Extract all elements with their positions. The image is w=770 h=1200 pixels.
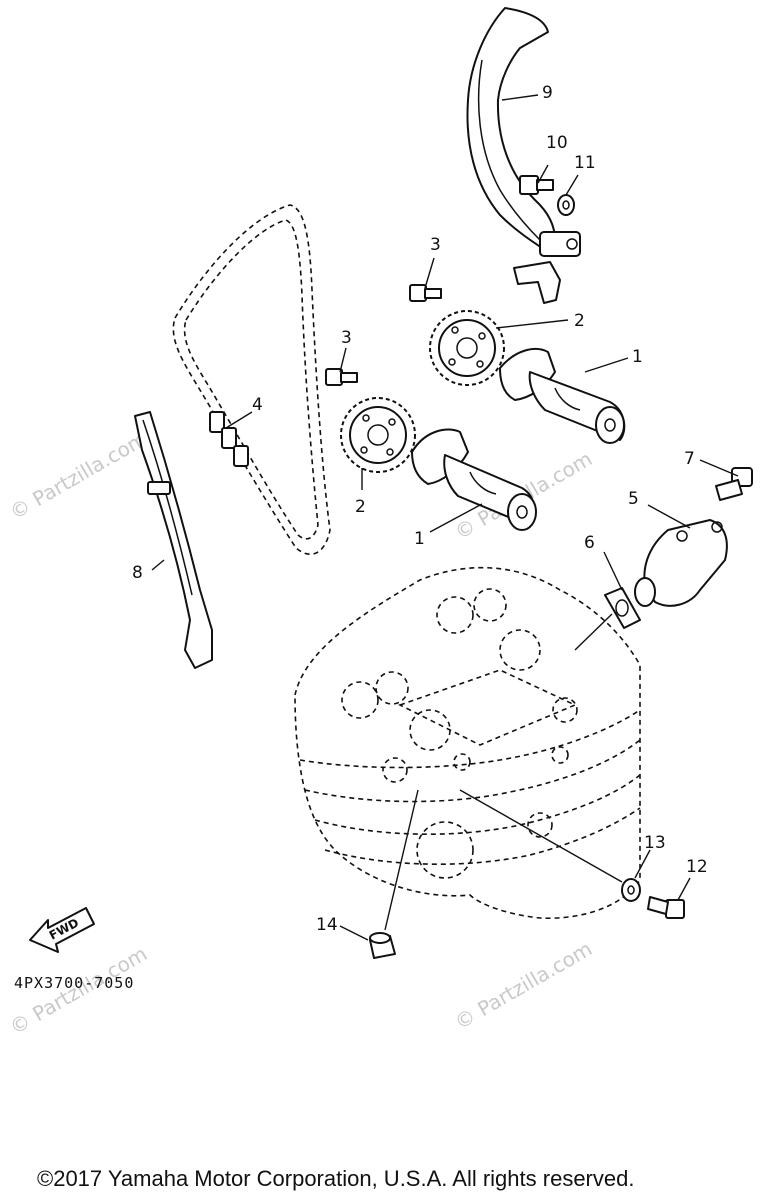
bolt-7[interactable] xyxy=(715,467,753,501)
cam-chain[interactable] xyxy=(172,204,331,555)
washer-13[interactable] xyxy=(621,878,641,902)
chain-tensioner[interactable] xyxy=(634,519,728,607)
camshaft-upper[interactable] xyxy=(499,348,626,444)
callout-3-upper: 3 xyxy=(430,235,441,255)
camshaft-lower[interactable] xyxy=(411,428,537,531)
watermark: © Partzilla.com xyxy=(6,426,152,524)
leader-lines xyxy=(151,94,739,941)
diagram-code: 4PX3700-7050 xyxy=(14,974,134,992)
bolt-12[interactable] xyxy=(647,896,685,919)
callout-6: 6 xyxy=(584,533,595,553)
callout-12: 12 xyxy=(686,857,708,877)
callout-2-upper: 2 xyxy=(574,311,585,331)
callout-7: 7 xyxy=(684,449,695,469)
callout-5: 5 xyxy=(628,489,639,509)
bolt-10[interactable] xyxy=(519,175,554,195)
cylinder-head xyxy=(294,566,641,920)
bolt-3-lower[interactable] xyxy=(325,368,358,386)
copyright-notice: ©2017 Yamaha Motor Corporation, U.S.A. A… xyxy=(37,1166,634,1191)
cam-sprocket-upper[interactable] xyxy=(429,310,505,386)
chain-guide-upper[interactable] xyxy=(466,7,581,304)
bolt-3-upper[interactable] xyxy=(409,284,442,302)
fwd-arrow-icon: FWD xyxy=(29,907,95,953)
washer-11[interactable] xyxy=(557,194,575,216)
chain-guide-rear[interactable] xyxy=(134,411,213,669)
callout-14: 14 xyxy=(316,915,338,935)
callout-1-lower: 1 xyxy=(414,529,425,549)
callout-11: 11 xyxy=(574,153,596,173)
callout-3-lower: 3 xyxy=(341,328,352,348)
callout-2-lower: 2 xyxy=(355,497,366,517)
callout-9: 9 xyxy=(542,83,553,103)
callout-1-upper: 1 xyxy=(632,347,643,367)
callout-4: 4 xyxy=(252,395,263,415)
cam-sprocket-lower[interactable] xyxy=(340,397,416,473)
callout-13: 13 xyxy=(644,833,666,853)
callout-8: 8 xyxy=(132,563,143,583)
plug-14[interactable] xyxy=(369,932,396,959)
callout-10: 10 xyxy=(546,133,568,153)
gasket-6[interactable] xyxy=(604,587,641,629)
watermark: © Partzilla.com xyxy=(451,936,597,1034)
